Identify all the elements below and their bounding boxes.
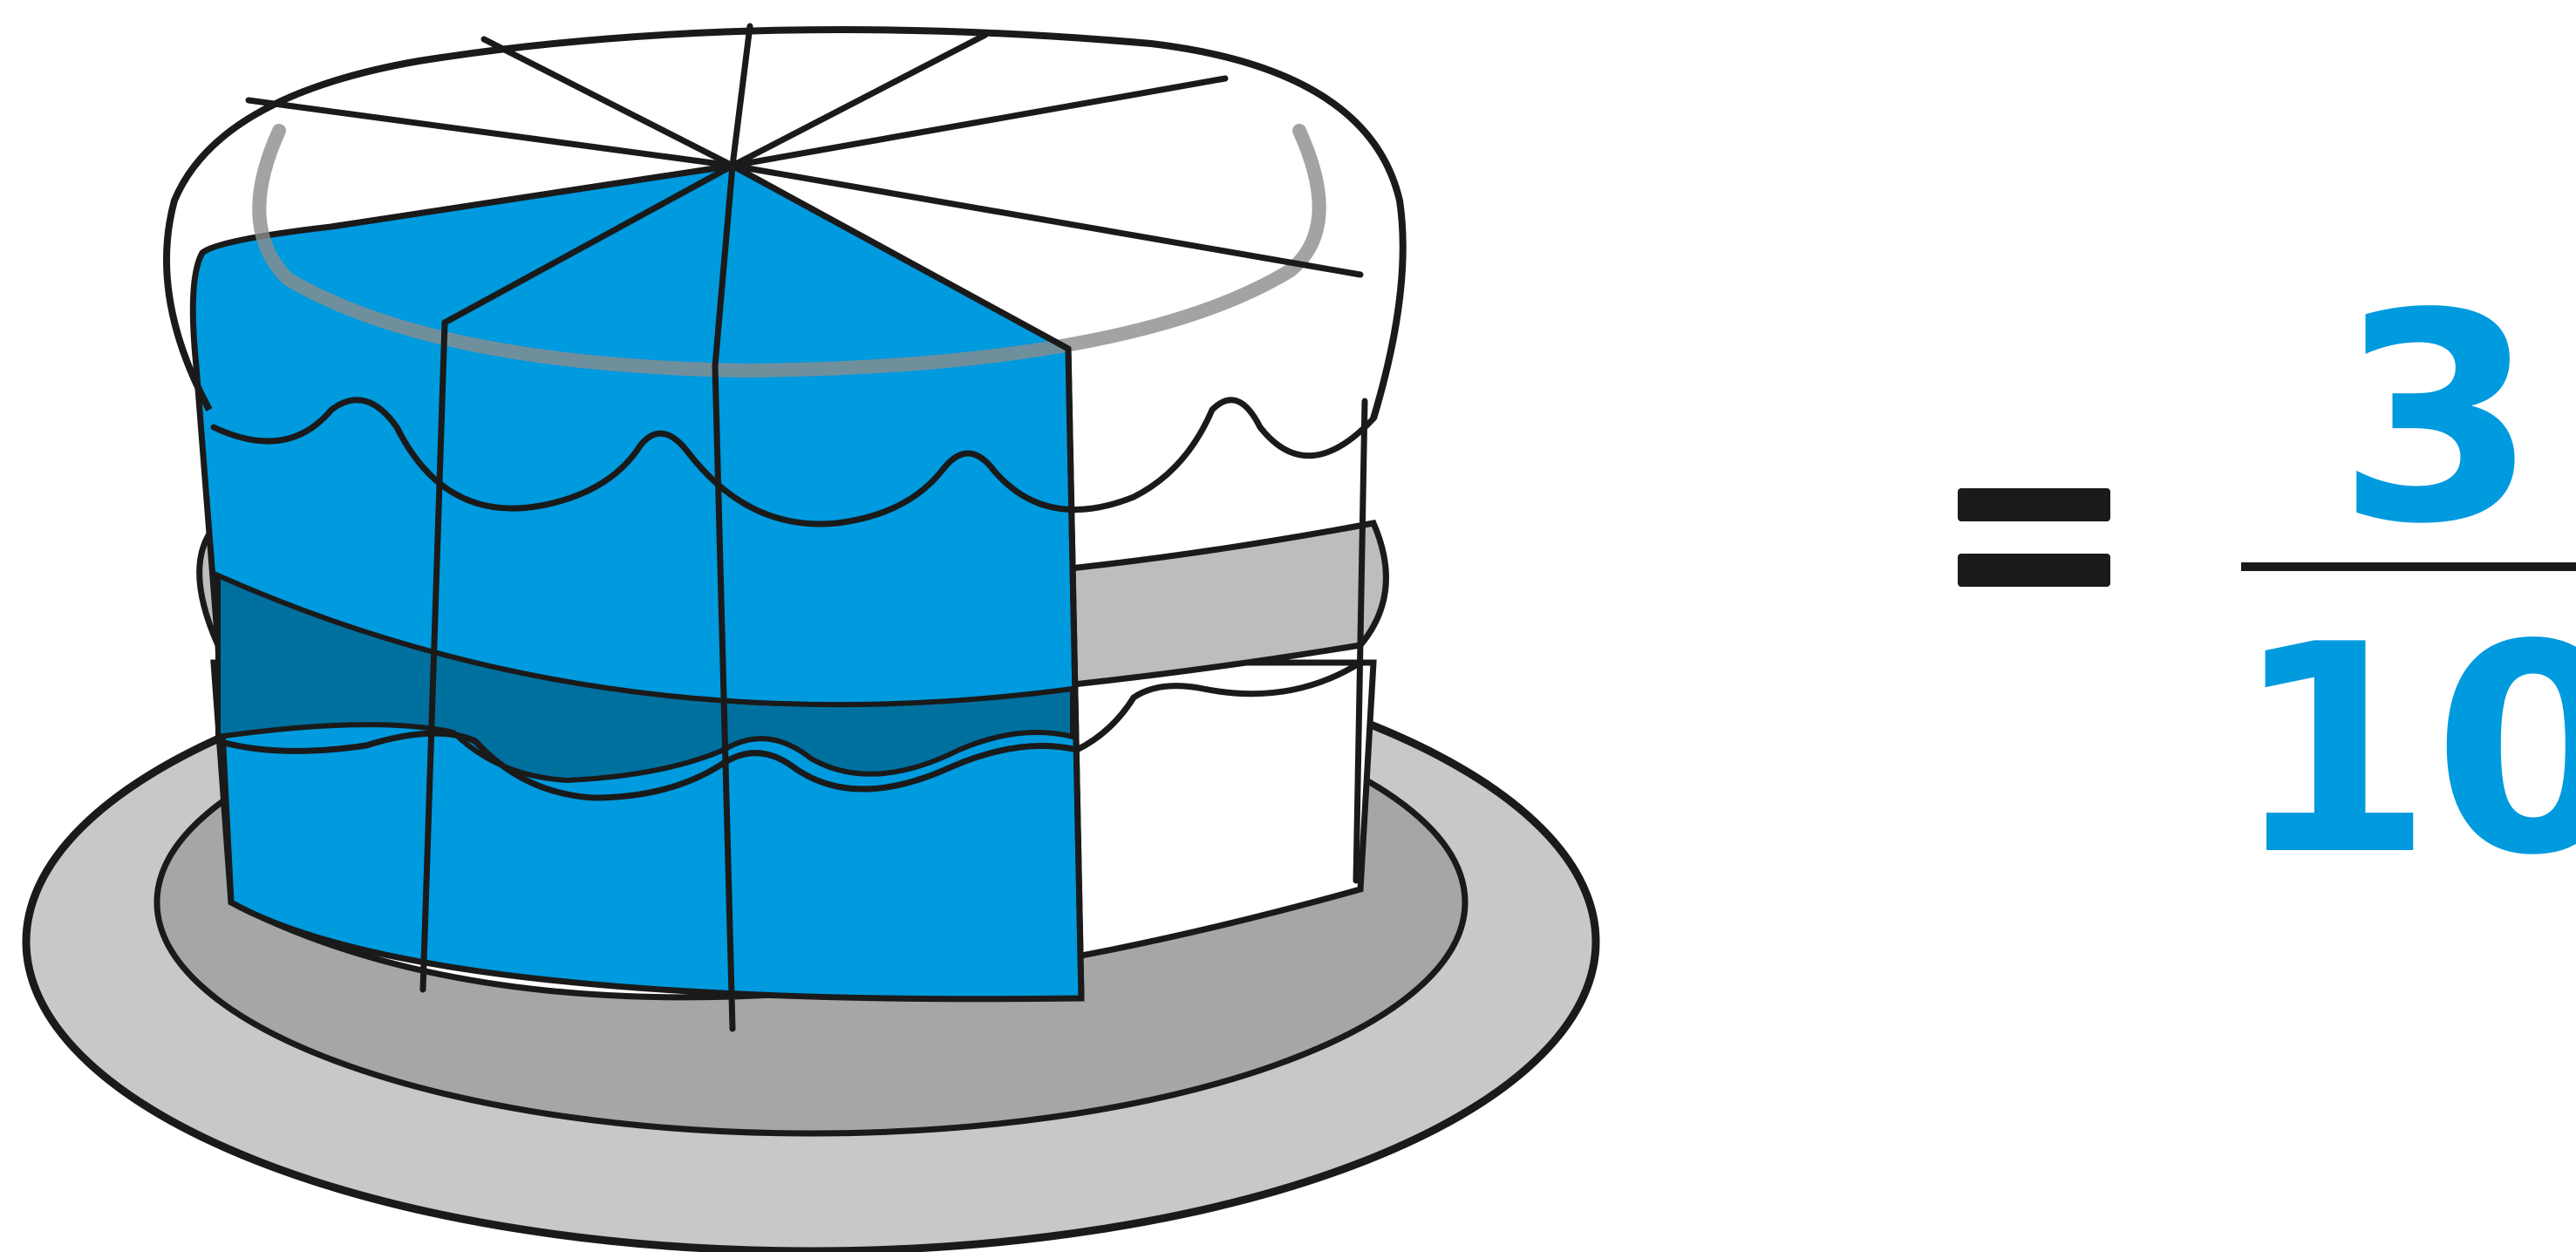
fraction-numerator: 3 [2337,252,2538,587]
fraction-denominator: 10 [2232,583,2576,918]
shaded-slice-region [193,166,1081,999]
equals-bar-top [1958,488,2110,521]
equals-sign [1958,488,2110,587]
equals-bar-bottom [1958,554,2110,587]
fraction: 3 10 [2232,252,2576,918]
shaded-slices [193,166,1081,999]
